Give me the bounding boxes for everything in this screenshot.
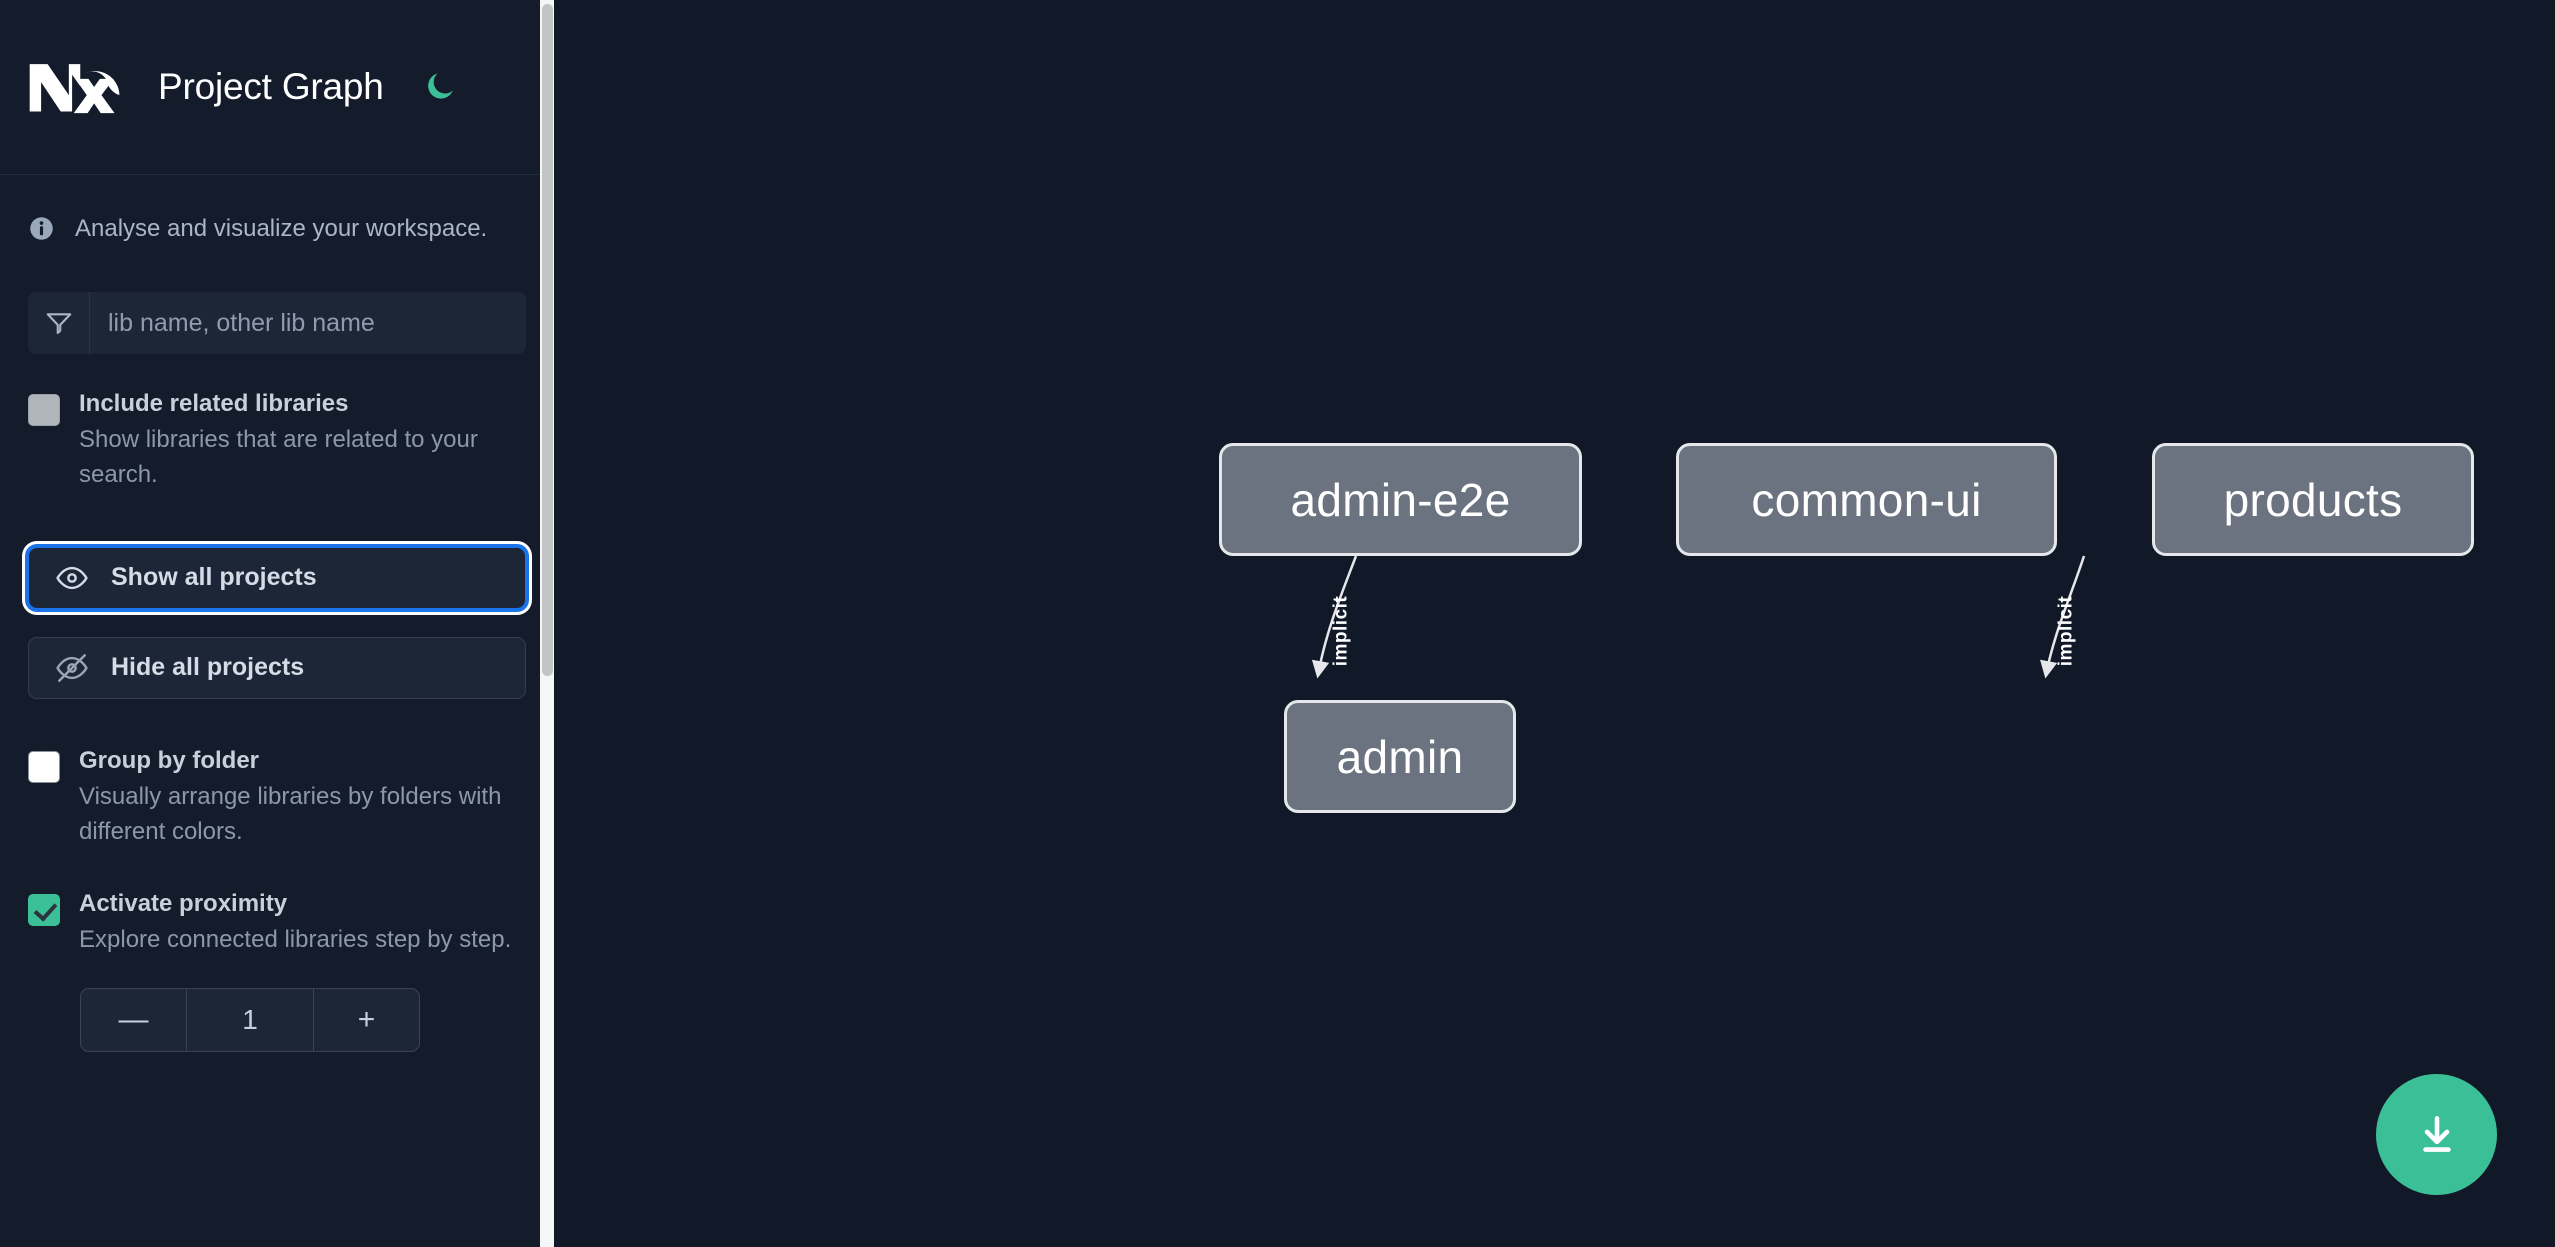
proximity-decrement-button[interactable]: —	[81, 989, 187, 1052]
graph-edges	[1311, 555, 2086, 679]
sidebar-tagline: Analyse and visualize your workspace.	[0, 175, 554, 282]
eye-off-icon	[55, 651, 89, 685]
sidebar-header: Project Graph	[0, 0, 554, 175]
option-activate-proximity[interactable]: Activate proximity Explore connected lib…	[28, 888, 526, 958]
sidebar-scrollbar-track[interactable]	[540, 0, 554, 1247]
option-group-by-folder[interactable]: Group by folder Visually arrange librari…	[28, 745, 526, 850]
eye-icon	[55, 561, 89, 595]
project-graph-canvas[interactable]: implicit implicit admin-e2e common-ui pr…	[554, 0, 2555, 1247]
hide-all-projects-label: Hide all projects	[111, 653, 305, 682]
graph-node-admin[interactable]: admin	[1284, 700, 1516, 813]
graph-node-common-ui[interactable]: common-ui	[1676, 443, 2057, 556]
graph-node-products[interactable]: products	[2152, 443, 2474, 556]
proximity-increment-button[interactable]: +	[313, 989, 419, 1052]
option-description: Visually arrange libraries by folders wi…	[79, 783, 502, 846]
search-input[interactable]	[90, 292, 526, 354]
nx-logo-icon	[28, 56, 126, 118]
option-description: Explore connected libraries step by step…	[79, 926, 512, 954]
option-title: Group by folder	[79, 746, 259, 774]
include-related-libraries-checkbox[interactable]	[28, 394, 60, 426]
edge-label-admin-implicit: implicit	[1330, 595, 1352, 667]
page-title: Project Graph	[158, 66, 384, 107]
filter-icon	[28, 292, 90, 354]
moon-icon[interactable]	[418, 65, 462, 109]
group-by-folder-checkbox[interactable]	[28, 750, 60, 783]
activate-proximity-checkbox[interactable]	[28, 893, 60, 926]
option-title: Include related libraries	[79, 390, 349, 417]
filter-field[interactable]	[28, 292, 526, 354]
option-description: Show libraries that are related to your …	[79, 426, 478, 489]
option-title: Activate proximity	[79, 889, 288, 917]
hide-all-projects-button[interactable]: Hide all projects	[28, 636, 526, 699]
option-include-related-libraries[interactable]: Include related libraries Show libraries…	[28, 388, 526, 493]
proximity-stepper[interactable]: — 1 +	[80, 988, 420, 1053]
tagline-text: Analyse and visualize your workspace.	[75, 214, 488, 242]
sidebar-scrollbar-thumb[interactable]	[542, 4, 553, 676]
sidebar: Project Graph Analyse and visualize yo	[0, 0, 554, 1247]
info-icon	[28, 215, 55, 242]
show-all-projects-label: Show all projects	[111, 563, 317, 592]
proximity-value: 1	[242, 1004, 258, 1036]
show-all-projects-button[interactable]: Show all projects	[28, 546, 526, 609]
graph-node-admin-e2e[interactable]: admin-e2e	[1219, 443, 1582, 556]
download-image-button[interactable]	[2376, 1074, 2497, 1195]
edge-label-store-implicit: implicit	[2055, 595, 2077, 667]
